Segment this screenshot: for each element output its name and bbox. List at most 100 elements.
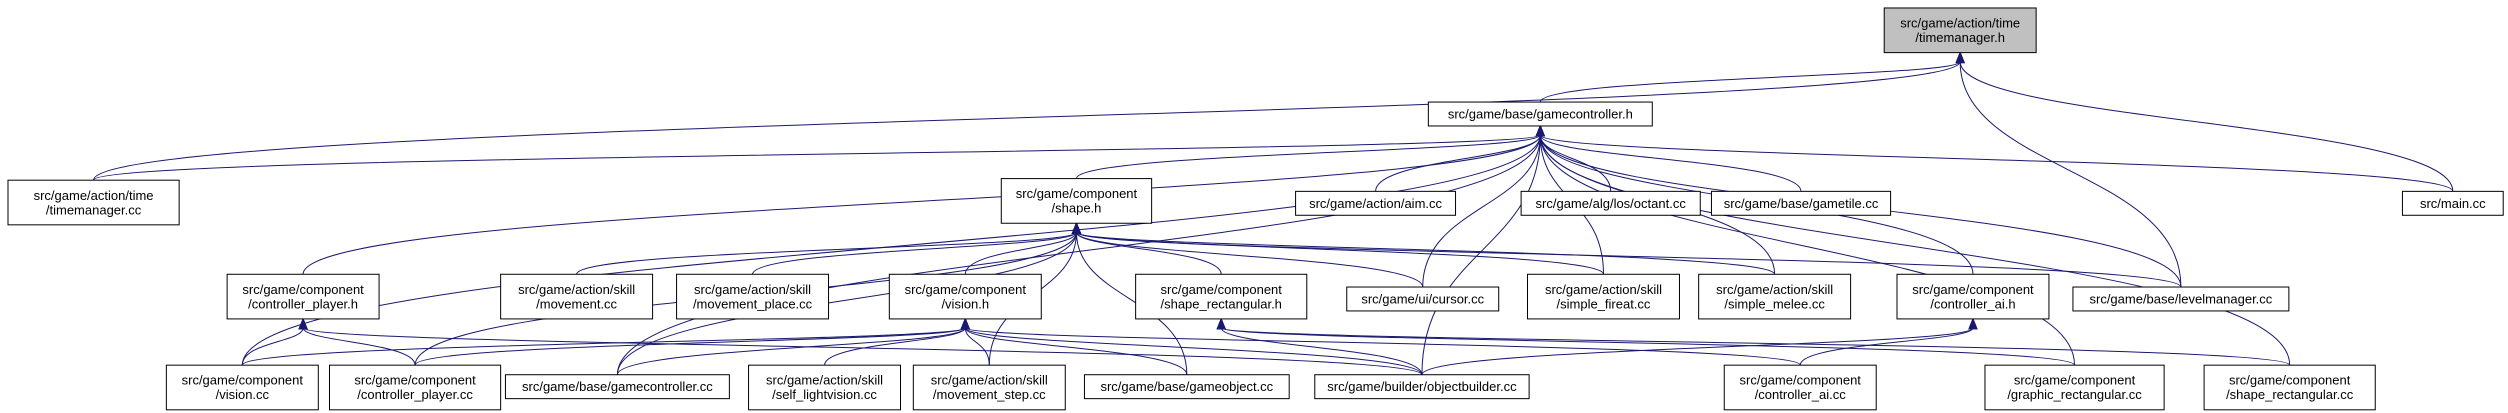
node-box (1135, 273, 1308, 320)
node-box (1000, 178, 1153, 224)
edge-line (1075, 232, 1188, 375)
node-movement-cc[interactable]: src/game/action/skill/movement.cc (500, 273, 654, 320)
edge-line (1799, 327, 1974, 366)
edge-controller_player_cc-to-controller_player_h (298, 317, 416, 366)
node-shape-rectangular-h[interactable]: src/game/component/shape_rectangular.h (1135, 273, 1308, 320)
node-label-line: src/game/component (354, 373, 476, 388)
node-label-line: src/game/action/skill (694, 282, 811, 297)
edge-line (964, 327, 1423, 375)
node-box (1527, 273, 1680, 320)
node-label-line: /vision.cc (216, 387, 270, 402)
node-label-line: src/game/action/skill (766, 373, 883, 388)
edge-line (241, 327, 966, 366)
node-simple-melee-cc[interactable]: src/game/action/skill/simple_melee.cc (1698, 273, 1852, 320)
edge-line (616, 134, 1541, 375)
node-movement-step-cc[interactable]: src/game/action/skill/movement_step.cc (912, 364, 1066, 411)
node-vision-h[interactable]: src/game/component/vision.h (888, 273, 1042, 320)
node-gamecontroller-cc[interactable]: src/game/base/gamecontroller.cc (504, 374, 730, 400)
node-label-line: src/game/base/gametile.cc (1724, 196, 1879, 211)
edge-movement_place_cc-to-shape_h (752, 221, 1082, 275)
node-box (2203, 364, 2376, 411)
node-simple-fireat-cc[interactable]: src/game/action/skill/simple_fireat.cc (1527, 273, 1680, 320)
edge-main_cc-to-gamecontroller_h (1535, 124, 2454, 192)
node-box (748, 364, 902, 411)
node-levelmanager-cc[interactable]: src/game/base/levelmanager.cc (2072, 286, 2290, 312)
edge-levelmanager_cc-to-timemanager_h (1955, 51, 2182, 288)
edge-shape_rectangular_cc-to-gamecontroller_h (1535, 124, 2291, 366)
node-label-line: src/game/action/skill (518, 282, 635, 297)
edge-line (93, 134, 1541, 181)
node-octant-cc[interactable]: src/game/alg/los/octant.cc (1520, 190, 1701, 216)
node-box (165, 364, 319, 411)
edge-line (1220, 327, 1423, 375)
node-box (1896, 273, 2050, 320)
node-graphic-rectangular-cc[interactable]: src/game/component/graphic_rectangular.c… (1984, 364, 2165, 411)
edge-line (1220, 327, 2076, 366)
node-label-line: src/game/component (1912, 282, 2034, 297)
node-label-line: src/game/component (2014, 373, 2136, 388)
node-label-line: src/game/action/skill (1545, 282, 1662, 297)
node-movement-place-cc[interactable]: src/game/action/skill/movement_place.cc (676, 273, 830, 320)
node-box (1984, 364, 2165, 411)
node-controller-player-h[interactable]: src/game/component/controller_player.h (226, 273, 380, 320)
node-box (1427, 101, 1653, 127)
node-label-line: /movement.cc (536, 296, 617, 311)
node-shape-h[interactable]: src/game/component/shape.h (1000, 178, 1153, 224)
edge-timemanager_cc-to-gamecontroller_h (93, 124, 1546, 181)
node-box (888, 273, 1042, 320)
node-label-line: src/game/component (242, 282, 364, 297)
edge-movement_cc-to-shape_h (576, 221, 1082, 275)
edge-line (1220, 327, 2291, 366)
edge-graphic_rectangular_cc-to-gamecontroller_h (1535, 124, 2076, 366)
node-label-line: src/game/component (905, 282, 1027, 297)
edge-line (616, 327, 966, 375)
node-aim-cc[interactable]: src/game/action/aim.cc (1295, 190, 1457, 216)
node-label-line: src/main.cc (2420, 196, 2486, 211)
edge-arrowhead (960, 317, 971, 330)
node-box (1346, 286, 1500, 312)
edge-arrowhead (1071, 221, 1082, 234)
node-box (1698, 273, 1852, 320)
node-controller-ai-cc[interactable]: src/game/component/controller_ai.cc (1723, 364, 1877, 411)
edge-line (1075, 231, 2182, 288)
node-shape-rectangular-cc[interactable]: src/game/component/shape_rectangular.cc (2203, 364, 2376, 411)
node-box (1710, 190, 1892, 216)
node-label-line: /shape.h (1052, 201, 1102, 216)
node-label-line: /controller_player.h (248, 296, 358, 311)
node-gametile-cc[interactable]: src/game/base/gametile.cc (1710, 190, 1892, 216)
node-main-cc[interactable]: src/main.cc (2401, 190, 2504, 216)
edge-line (1539, 134, 2076, 366)
node-label-line: /simple_melee.cc (1724, 296, 1825, 311)
node-timemanager-cc[interactable]: src/game/action/time/timemanager.cc (7, 179, 180, 226)
edge-gameobject_cc-to-shape_h (1071, 221, 1188, 375)
node-box (2401, 190, 2504, 216)
edge-vision_cc-to-gamecontroller_h (241, 124, 1546, 366)
edge-gametile_cc-to-gamecontroller_h (1535, 124, 1802, 192)
node-cursor-cc[interactable]: src/game/ui/cursor.cc (1346, 286, 1500, 312)
node-vision-cc[interactable]: src/game/component/vision.cc (165, 364, 319, 411)
node-label-line: src/game/base/gamecontroller.h (1448, 107, 1633, 122)
node-label-line: src/game/action/time (34, 188, 154, 203)
edge-line (1075, 134, 1541, 180)
node-objectbuilder-cc[interactable]: src/game/builder/objectbuilder.cc (1314, 374, 1530, 400)
node-label-line: src/game/base/gamecontroller.cc (522, 379, 713, 394)
edge-arrowhead (1535, 124, 1546, 137)
edge-line (1421, 327, 1974, 376)
node-box (1314, 374, 1530, 400)
edge-arrowhead (1968, 317, 1978, 330)
node-self-lightvision-cc[interactable]: src/game/action/skill/self_lightvision.c… (748, 364, 902, 411)
node-box (226, 273, 380, 320)
node-controller-ai-h[interactable]: src/game/component/controller_ai.h (1896, 273, 2050, 320)
edge-line (964, 327, 1801, 366)
node-box (912, 364, 1066, 411)
edge-arrowhead (298, 317, 308, 330)
edge-shape_rectangular_h-to-shape_h (1071, 221, 1222, 275)
node-label-line: /self_lightvision.cc (772, 387, 877, 402)
node-label-line: src/game/alg/los/octant.cc (1536, 196, 1687, 211)
node-gameobject-cc[interactable]: src/game/base/gameobject.cc (1083, 374, 1290, 400)
node-controller-player-cc[interactable]: src/game/component/controller_player.cc (328, 364, 502, 411)
node-gamecontroller-h[interactable]: src/game/base/gamecontroller.h (1427, 101, 1653, 127)
edge-line (752, 231, 1077, 275)
edge-self_lightvision_cc-to-vision_h (824, 317, 971, 366)
